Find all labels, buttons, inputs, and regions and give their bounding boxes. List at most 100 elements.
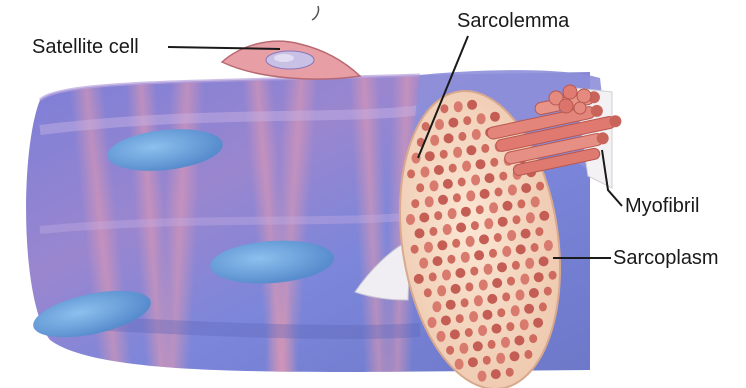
myofibril-dot xyxy=(411,245,419,254)
myofibril-dot xyxy=(466,236,475,247)
myofibril-dot xyxy=(429,227,437,236)
myofibril-dot xyxy=(448,208,457,219)
myofibril-dot xyxy=(414,274,424,284)
myofibril-dot xyxy=(452,239,460,248)
myofibril-dot xyxy=(406,214,415,225)
myofibril-dot xyxy=(449,164,457,173)
myofibril-dot xyxy=(474,295,483,306)
myofibril-dot xyxy=(454,101,463,112)
myofibril-dot xyxy=(507,230,516,241)
myofibril-dot xyxy=(450,329,460,339)
myofibril-dot xyxy=(531,243,539,252)
myofibril-dot xyxy=(520,319,529,330)
myofibril-dot xyxy=(533,318,543,328)
myofibril-dot xyxy=(443,224,452,235)
myofibril-dot xyxy=(491,369,501,379)
myofibril-dot xyxy=(489,249,497,258)
myofibril-dot xyxy=(456,223,466,233)
myofibril-dot xyxy=(512,261,520,270)
myofibril-dot xyxy=(432,301,441,312)
myofibril-dot xyxy=(502,246,511,257)
myofibril-dot xyxy=(416,183,424,192)
myofibril-dot xyxy=(471,175,480,186)
myofibril-dot xyxy=(506,368,514,377)
myofibril-dot xyxy=(498,217,508,227)
myofibril-dot xyxy=(496,353,505,364)
myofibril-dot xyxy=(470,267,478,276)
myofibril-dot xyxy=(435,119,444,130)
myofibril-dot xyxy=(461,252,470,263)
myofibril-dot xyxy=(422,122,430,131)
myofibril-dot xyxy=(494,233,502,242)
myofibril-dot xyxy=(434,165,444,175)
myofibril-dot xyxy=(506,322,514,331)
myofibril-dot xyxy=(492,324,502,334)
myofibril-dot xyxy=(539,256,549,266)
myofibril-dot xyxy=(458,178,466,187)
myofibril-dot xyxy=(524,350,532,359)
myofibril-dot xyxy=(544,287,552,296)
myofibril-dot xyxy=(469,311,478,322)
myofibril-dot xyxy=(458,132,466,141)
myofibril-dot xyxy=(539,302,547,311)
myofibril-dot xyxy=(430,135,439,146)
myofibril-dot xyxy=(484,218,493,229)
myofibril-dot xyxy=(513,215,521,224)
myofibril-dot xyxy=(451,284,461,294)
myofibril-dot xyxy=(471,221,479,230)
myofibril-dot xyxy=(521,183,531,193)
myofibril-dot xyxy=(514,336,524,346)
myofibril-dot xyxy=(466,190,475,201)
myofibril-dot xyxy=(481,144,489,153)
myofibril-dot xyxy=(440,150,448,159)
myofibril-dot xyxy=(489,202,498,213)
myofibril-dot xyxy=(465,282,473,291)
myofibril-dot xyxy=(516,290,525,301)
myofibril-dot xyxy=(497,262,507,272)
myofibril-dot xyxy=(549,271,557,280)
myofibril-dot xyxy=(539,211,549,221)
myofibril-dot xyxy=(465,328,473,337)
myofibril-dot xyxy=(517,199,525,208)
myofibril-dot xyxy=(502,292,510,301)
myofibril-dot xyxy=(411,199,419,208)
myofibril-dot xyxy=(529,288,539,298)
myofibril-dot xyxy=(499,172,507,181)
myofibril-dot xyxy=(428,317,437,328)
myofibril-dot xyxy=(483,356,491,365)
label-satellite-cell: Satellite cell xyxy=(32,37,139,57)
myofibril-dot xyxy=(525,258,534,269)
myofibril-dot xyxy=(424,288,432,297)
myofibril-dot xyxy=(441,316,451,326)
fiber-striations xyxy=(40,70,423,380)
myofibril-dot xyxy=(526,212,535,223)
stray-mark xyxy=(312,6,319,20)
myofibril-dot xyxy=(520,274,529,285)
myofibril-dot xyxy=(511,305,520,316)
myofibril-dot xyxy=(473,341,483,351)
myofibril-dot xyxy=(438,195,448,205)
myofibril-dot xyxy=(488,340,496,349)
myofibril-dot xyxy=(487,294,497,304)
myofibril-dot xyxy=(455,359,464,370)
myofibril-dot xyxy=(424,242,433,253)
myofibril-dot xyxy=(492,278,502,288)
satellite-cell xyxy=(222,41,360,79)
myofibril-dot xyxy=(516,244,526,254)
myofibril-dot xyxy=(419,258,428,269)
myofibril-dot xyxy=(480,189,490,199)
myofibril-dot xyxy=(479,280,488,291)
myofibril-dot xyxy=(437,331,446,342)
myofibril-dot xyxy=(448,118,458,128)
myofibril-dot xyxy=(536,182,544,191)
myofibril-dot xyxy=(508,185,517,196)
myofibril-dot xyxy=(407,169,415,178)
myofibril-dot xyxy=(446,346,454,355)
myofibril-dot xyxy=(477,113,486,124)
myofibril-dot xyxy=(419,213,429,223)
myofibril-dot xyxy=(466,145,476,155)
myofibril-dot xyxy=(529,334,537,343)
myofibril-dot xyxy=(447,255,455,264)
myofibril-dot xyxy=(507,277,515,286)
myofibril-dot xyxy=(437,285,446,296)
